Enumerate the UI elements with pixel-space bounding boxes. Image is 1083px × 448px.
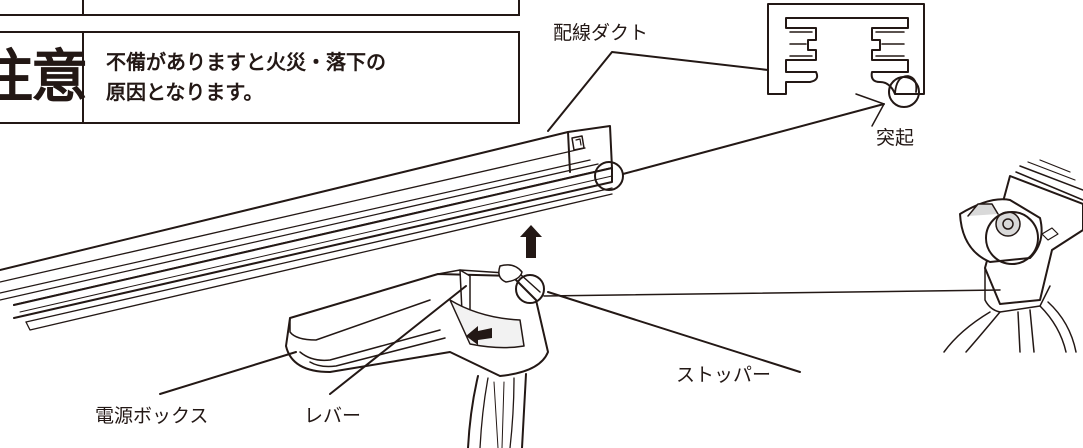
- label-duct: 配線ダクト: [553, 22, 649, 44]
- stopper-detail-circle: [515, 274, 545, 304]
- duct-detail-circle: [594, 161, 624, 191]
- duct-cross-section: [767, 3, 925, 95]
- label-power-box: 電源ボックス: [95, 405, 209, 427]
- warning-message: 不備がありますと火災・落下の 原因となります。: [106, 47, 386, 107]
- fixture-stem: [467, 373, 527, 448]
- lever-leader-line: [329, 285, 467, 395]
- protrusion-detail-circle: [888, 76, 920, 108]
- table-divider: [82, 0, 84, 14]
- detail-leader-line: [622, 103, 885, 175]
- power-box: [285, 264, 549, 377]
- wiring-duct-rail: [0, 125, 613, 331]
- warning-signal-word: 注意: [0, 44, 88, 110]
- closeup-detail-circle: [985, 211, 1039, 265]
- warning-box: 注意 不備がありますと火災・落下の 原因となります。: [0, 31, 520, 124]
- label-protrusion: 突起: [876, 127, 915, 149]
- up-arrow: [520, 225, 542, 258]
- duct-leader-line: [547, 51, 769, 132]
- stopper-leader-line: [547, 291, 801, 373]
- warning-divider: [82, 33, 84, 122]
- power-box-leader-line: [159, 351, 297, 395]
- table-top-row: [0, 0, 520, 16]
- protrusion-leader-line: [855, 93, 885, 127]
- warning-message-line-2: 原因となります。: [106, 80, 264, 104]
- warning-message-line-1: 不備がありますと火災・落下の: [106, 50, 386, 74]
- stopper-top-leader-line: [543, 289, 1001, 297]
- label-stopper: ストッパー: [676, 364, 772, 386]
- label-lever: レバー: [304, 405, 362, 427]
- stopper-closeup: [943, 159, 1083, 353]
- right-arrow: [466, 326, 492, 345]
